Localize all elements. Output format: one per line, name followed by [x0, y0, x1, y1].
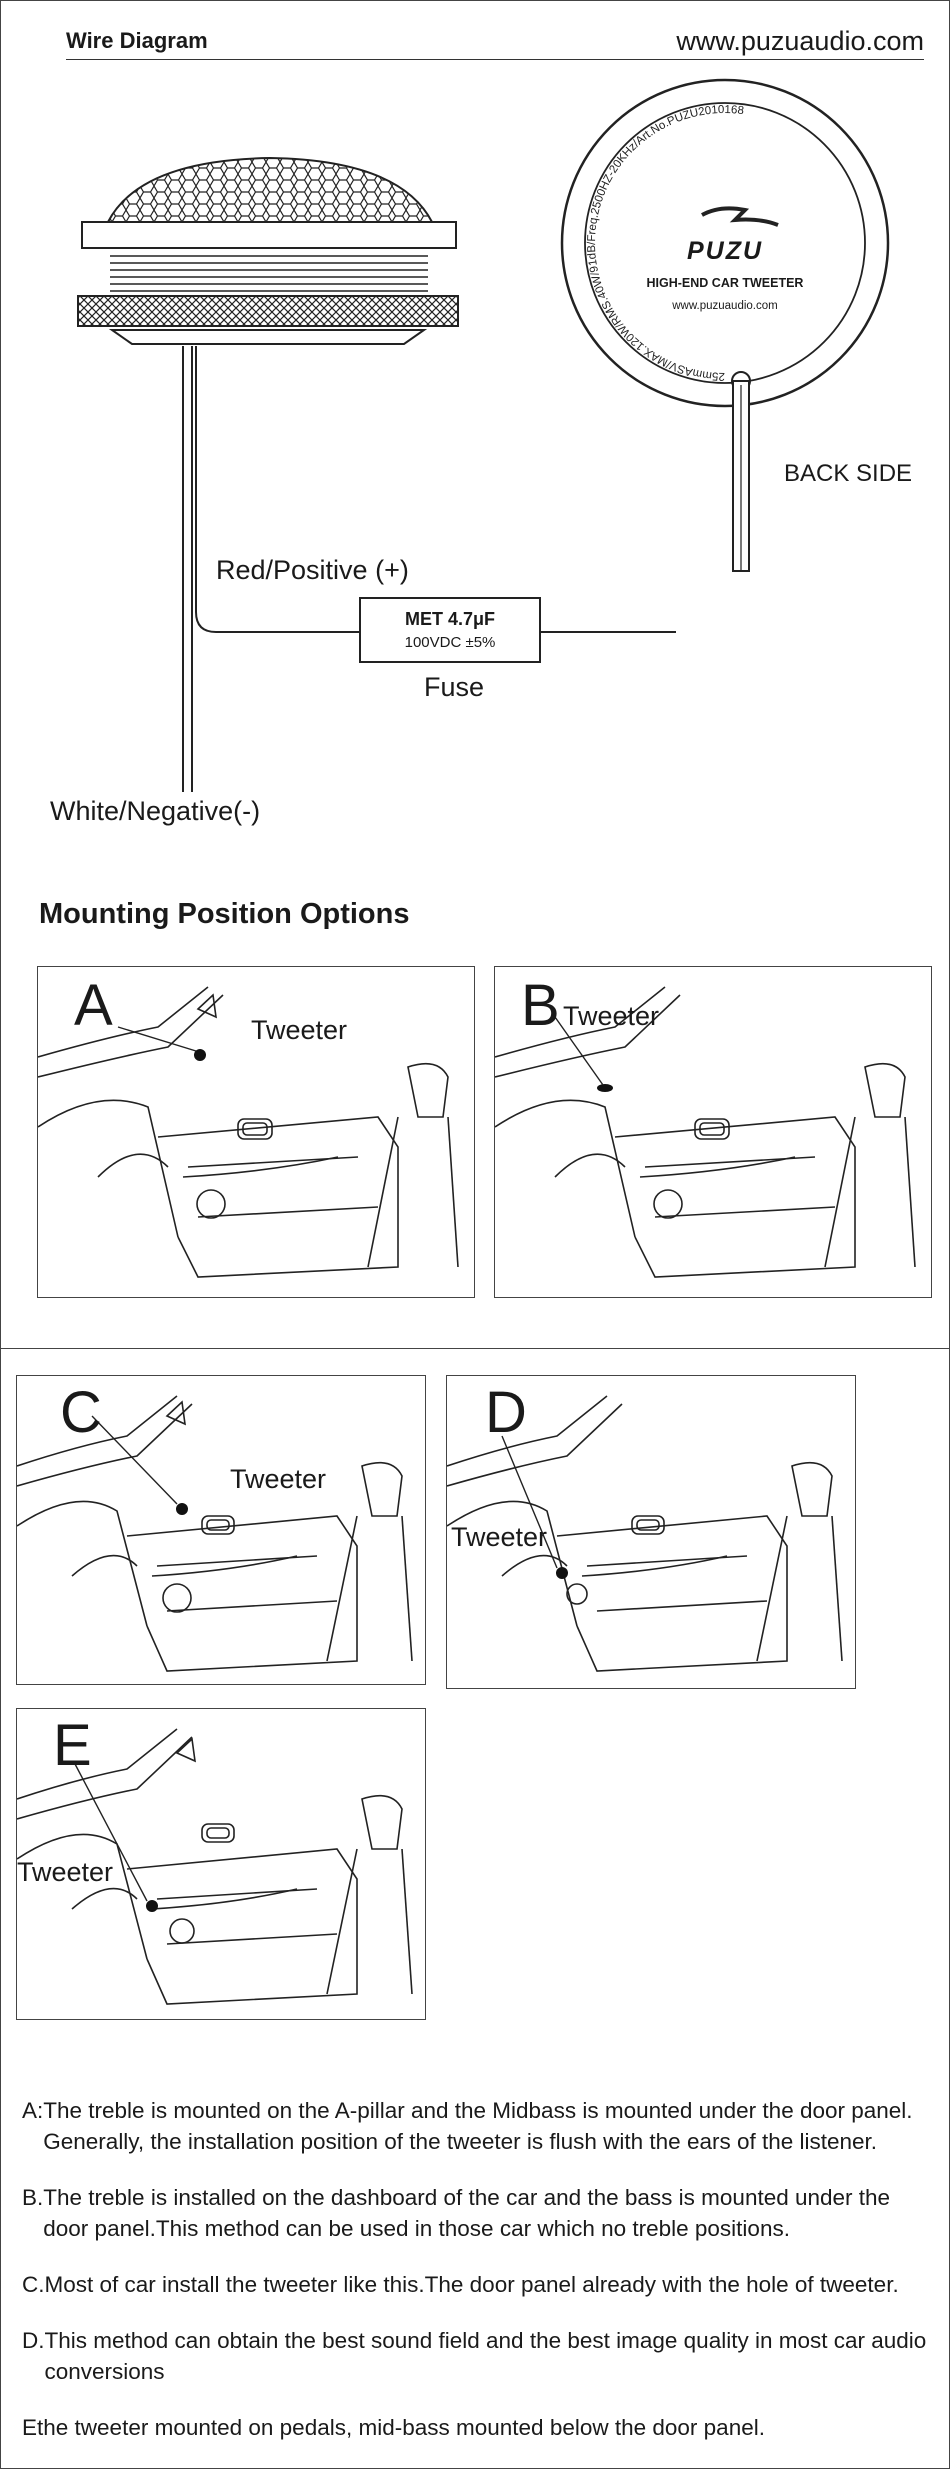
note-key: C.	[22, 2272, 45, 2297]
note-text: The treble is mounted on the A-pillar an…	[43, 2098, 913, 2154]
tweeter-label: Tweeter	[17, 1857, 114, 1887]
option-letter: D	[485, 1380, 527, 1445]
capacitor-rating: 100VDC ±5%	[404, 634, 496, 651]
mounting-option-b: B Tweeter	[494, 966, 932, 1298]
option-letter: B	[521, 973, 560, 1038]
note-b: B. The treble is installed on the dashbo…	[22, 2182, 932, 2244]
tweeter-position-marker	[556, 1567, 568, 1579]
note-key: E	[22, 2415, 38, 2440]
website-url: www.puzuaudio.com	[676, 26, 924, 56]
note-d: D. This method can obtain the best sound…	[22, 2325, 932, 2387]
note-key: B.	[22, 2185, 44, 2210]
page-title: Wire Diagram	[66, 28, 208, 53]
mounting-section-title: Mounting Position Options	[39, 898, 410, 930]
note-key: A:	[22, 2098, 44, 2123]
header-divider	[66, 59, 924, 60]
car-interior-illustration	[495, 986, 916, 1278]
tweeter-position-marker	[146, 1900, 158, 1912]
note-text: This method can obtain the best sound fi…	[44, 2328, 927, 2384]
tweeter-label: Tweeter	[251, 1015, 348, 1045]
back-side-label: BACK SIDE	[784, 460, 913, 487]
capacitor-value: MET 4.7μF	[404, 609, 496, 629]
capacitor-body	[359, 597, 541, 663]
back-brand: PUZU	[686, 237, 764, 265]
mounting-option-a: A Tweeter	[37, 966, 475, 1298]
wire-diagram-drawing	[77, 78, 890, 792]
wire-leads	[182, 346, 676, 792]
tweeter-position-marker	[194, 1049, 206, 1061]
note-a: A: The treble is mounted on the A-pillar…	[22, 2095, 932, 2157]
tweeter-label: Tweeter	[563, 1001, 660, 1031]
back-website: www.puzuaudio.com	[672, 300, 778, 312]
option-letter: E	[53, 1713, 92, 1778]
car-interior-illustration	[38, 986, 459, 1278]
note-key: D.	[22, 2328, 45, 2353]
car-interior-illustration	[447, 1395, 843, 1672]
tweeter-back-view	[560, 78, 890, 572]
note-e: E the tweeter mounted on pedals, mid-bas…	[22, 2412, 932, 2443]
note-text: the tweeter mounted on pedals, mid-bass …	[37, 2415, 765, 2440]
car-interior-illustration	[17, 1728, 413, 2005]
tweeter-label: Tweeter	[230, 1464, 327, 1494]
note-text: The treble is installed on the dashboard…	[43, 2185, 891, 2241]
tweeter-position-marker	[597, 1084, 613, 1092]
note-text: Most of car install the tweeter like thi…	[44, 2272, 899, 2297]
back-side-ring-text: 25mmASV/MAX.120W/RMS.40W/91dB/Freq.2500H…	[586, 104, 745, 382]
red-positive-label: Red/Positive (+)	[216, 555, 409, 585]
puzu-logo-icon	[701, 206, 779, 227]
tweeter-position-marker	[176, 1503, 188, 1515]
mounting-option-e: E Tweeter	[16, 1708, 426, 2020]
tweeter-side-view	[77, 156, 459, 345]
mounting-option-d: D Tweeter	[446, 1375, 856, 1689]
back-product-name: HIGH-END CAR TWEETER	[646, 276, 804, 290]
fuse-label: Fuse	[424, 672, 485, 702]
tweeter-label: Tweeter	[451, 1522, 548, 1552]
option-letter: A	[74, 973, 113, 1038]
note-c: C. Most of car install the tweeter like …	[22, 2269, 932, 2300]
car-interior-illustration	[17, 1395, 413, 1672]
mounting-option-c: C Tweeter	[16, 1375, 426, 1685]
mounting-notes: A: The treble is mounted on the A-pillar…	[22, 2095, 932, 2468]
option-letter: C	[60, 1380, 102, 1445]
white-negative-label: White/Negative(-)	[50, 796, 261, 826]
